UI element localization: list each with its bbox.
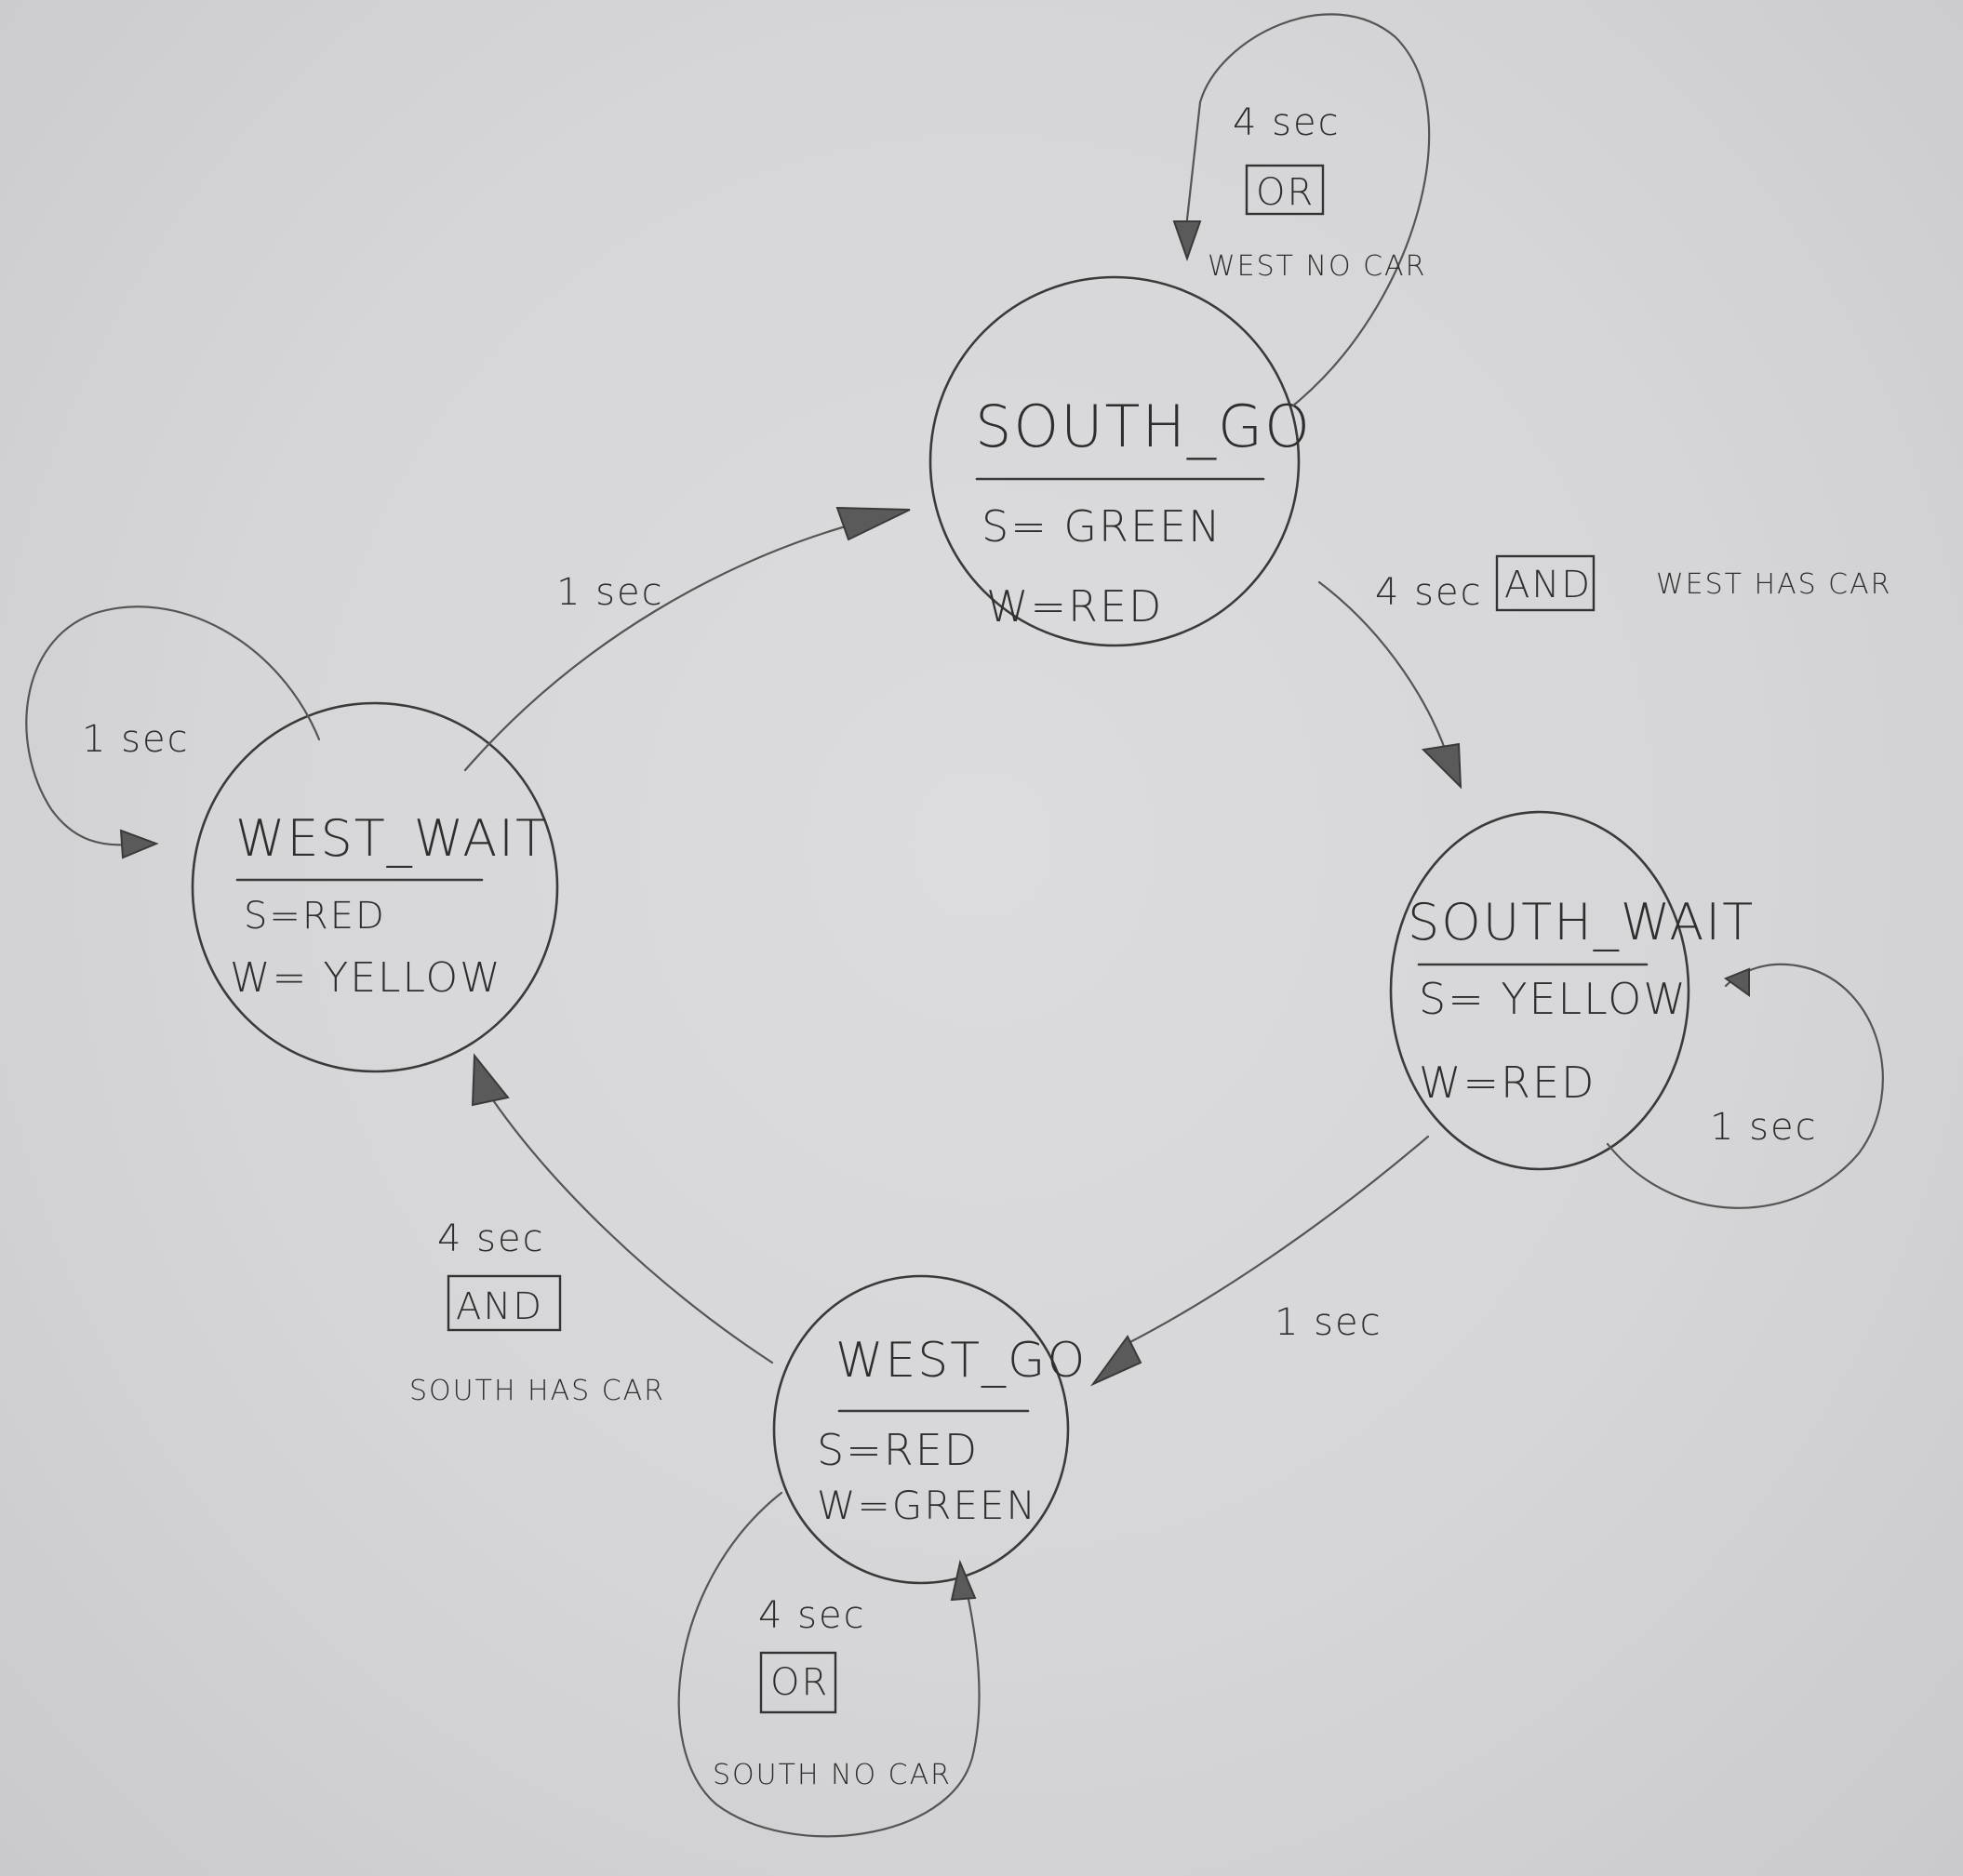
edge-west-go-to-west-wait-time: 4 sec <box>437 1217 545 1260</box>
edge-south-go-self-op-box <box>1245 164 1325 216</box>
state-south-wait-name: SOUTH_WAIT <box>1408 893 1755 951</box>
edge-south-go-self-time: 4 sec <box>1233 101 1341 144</box>
edge-south-go-self-path <box>1184 13 1431 407</box>
edge-west-wait-self-time: 1 sec <box>82 718 190 761</box>
state-south-go: SOUTH_GO S= GREEN W=RED <box>928 275 1312 647</box>
edge-south-wait-to-west-go-arrowhead <box>1089 1335 1142 1387</box>
state-south-wait-s: S= YELLOW <box>1419 974 1688 1024</box>
edge-west-wait-self-arrowhead <box>119 829 159 859</box>
state-south-wait-w: W=RED <box>1419 1058 1596 1108</box>
edge-west-go-to-west-wait-cond: SOUTH HAS CAR <box>409 1375 665 1407</box>
edge-south-go-to-south-wait-path <box>1317 580 1451 765</box>
edge-west-go-to-west-wait-op: AND <box>456 1285 543 1328</box>
edge-south-go-to-south-wait-op-box <box>1495 554 1596 612</box>
edge-south-go-to-south-wait-arrowhead <box>1421 742 1462 790</box>
state-south-go-name: SOUTH_GO <box>975 392 1312 460</box>
edge-west-wait-self-path <box>25 605 321 846</box>
edge-south-go-to-south-wait-cond: WEST HAS CAR <box>1656 568 1892 601</box>
edge-south-go-to-south-wait: 4 sec AND WEST HAS CAR <box>1317 554 1892 790</box>
state-south-wait: SOUTH_WAIT S= YELLOW W=RED <box>1389 810 1755 1171</box>
edge-west-wait-to-south-go-arrowhead <box>835 506 911 541</box>
state-west-wait-w: W= YELLOW <box>230 954 502 1002</box>
edge-west-go-to-west-wait: 4 sec AND SOUTH HAS CAR <box>409 1053 774 1407</box>
state-west-wait-name: WEST_WAIT <box>235 809 548 868</box>
state-west-go-name: WEST_GO <box>835 1333 1087 1389</box>
edge-south-go-to-south-wait-op: AND <box>1504 564 1592 606</box>
edge-south-go-self-op: OR <box>1256 171 1315 214</box>
edge-west-go-self-path <box>677 1491 981 1838</box>
edge-west-wait-to-south-go-path <box>463 519 867 772</box>
state-west-wait: WEST_WAIT S=RED W= YELLOW <box>191 701 559 1073</box>
state-south-go-w: W=RED <box>986 581 1163 632</box>
edge-west-wait-to-south-go-time: 1 sec <box>556 571 664 614</box>
edge-west-go-to-west-wait-arrowhead <box>471 1053 510 1107</box>
edge-south-go-self-arrowhead <box>1172 220 1202 262</box>
state-west-wait-circle <box>191 701 559 1073</box>
edge-south-go-to-south-wait-time: 4 sec <box>1375 571 1483 614</box>
edge-south-wait-to-west-go-path <box>1119 1135 1430 1349</box>
state-south-wait-circle <box>1389 810 1690 1171</box>
state-west-go-w: W=GREEN <box>817 1483 1037 1528</box>
state-west-go: WEST_GO S=RED W=GREEN <box>772 1274 1087 1585</box>
edge-south-go-self: 4 sec OR WEST NO CAR <box>1172 13 1431 407</box>
edge-south-wait-self: 1 sec <box>1606 963 1884 1209</box>
edge-south-go-self-cond: WEST NO CAR <box>1208 250 1426 283</box>
edge-south-wait-to-west-go: 1 sec <box>1089 1135 1430 1387</box>
edge-west-go-self-cond: SOUTH NO CAR <box>713 1759 952 1791</box>
edge-south-wait-self-time: 1 sec <box>1710 1106 1818 1149</box>
edge-west-go-self: 4 sec OR SOUTH NO CAR <box>677 1491 981 1838</box>
state-west-go-circle <box>772 1274 1070 1585</box>
edge-south-wait-self-path <box>1606 963 1884 1209</box>
edge-west-go-self-arrowhead <box>950 1559 977 1602</box>
state-south-go-s: S= GREEN <box>982 501 1222 552</box>
state-west-wait-s: S=RED <box>244 895 386 938</box>
edge-west-go-to-west-wait-op-box <box>447 1274 562 1332</box>
edge-west-go-to-west-wait-path <box>489 1096 774 1364</box>
edge-west-go-self-time: 4 sec <box>758 1594 866 1637</box>
edge-west-wait-self: 1 sec <box>25 605 321 859</box>
edge-west-wait-to-south-go: 1 sec <box>463 506 911 772</box>
state-west-go-s: S=RED <box>817 1425 979 1475</box>
edge-south-wait-to-west-go-time: 1 sec <box>1275 1301 1382 1344</box>
edge-west-go-self-op-box <box>759 1651 837 1714</box>
edge-south-wait-self-arrowhead <box>1723 967 1750 997</box>
state-south-go-circle <box>928 275 1301 647</box>
edge-west-go-self-op: OR <box>770 1661 829 1704</box>
